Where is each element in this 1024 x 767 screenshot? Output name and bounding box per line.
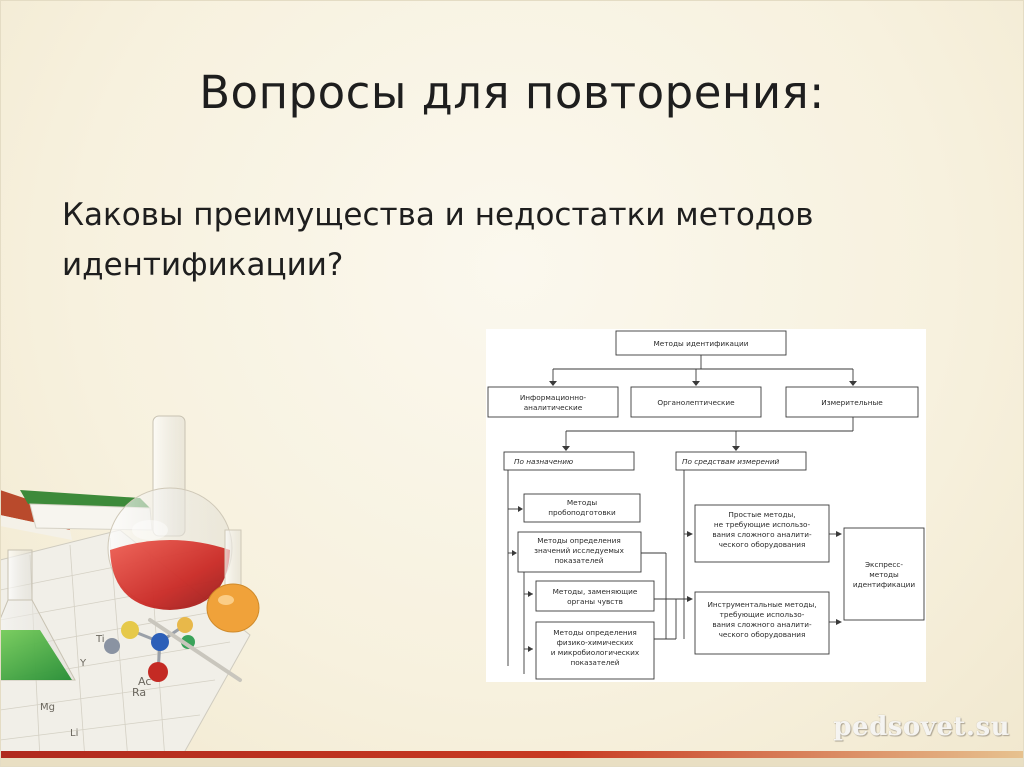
replace-senses-label-2: органы чувств xyxy=(567,597,623,606)
by-means-label: По средствам измерений xyxy=(682,457,780,466)
physchem-label-4: показателей xyxy=(570,658,619,667)
periodic-symbol: Ra xyxy=(132,686,146,699)
footer-strip xyxy=(0,758,1024,767)
periodic-symbol: Mg xyxy=(40,702,55,713)
periodic-symbol: Y xyxy=(79,658,87,669)
values-methods-label-2: значений исследуемых xyxy=(534,546,625,555)
periodic-symbol: Li xyxy=(70,728,78,739)
identification-methods-diagram: Методы идентификации Информационно- анал… xyxy=(486,329,926,682)
replace-senses-label-1: Методы, заменяющие xyxy=(553,587,638,596)
glass-rod xyxy=(148,618,242,682)
measuring-label: Измерительные xyxy=(821,398,883,407)
instrumental-methods-label-4: ческого оборудования xyxy=(719,630,806,639)
watermark-logo: pedsovet.su xyxy=(833,712,1010,742)
info-analytic-label-1: Информационно- xyxy=(520,393,587,402)
instrumental-methods-label-2: требующие использо- xyxy=(720,610,805,619)
diagram-root-label: Методы идентификации xyxy=(654,339,749,348)
prep-label-1: Методы xyxy=(567,498,598,507)
question-text: Каковы преимущества и недостатки методов… xyxy=(62,197,814,283)
physchem-label-1: Методы определения xyxy=(553,628,637,637)
instrumental-methods-label-1: Инструментальные методы, xyxy=(707,600,816,609)
prep-label-2: пробоподготовки xyxy=(548,508,616,517)
physchem-label-2: физико-химических xyxy=(557,638,634,647)
green-flask-icon xyxy=(0,549,76,681)
molecule-model-icon xyxy=(104,617,195,682)
orange-flask-icon xyxy=(206,529,260,633)
express-methods-label-1: Экспресс- xyxy=(865,560,903,569)
accent-bar xyxy=(0,751,1024,758)
values-methods-label-1: Методы определения xyxy=(537,536,621,545)
simple-methods-label-2: не требующие использо- xyxy=(714,520,811,529)
organoleptic-label: Органолептические xyxy=(657,398,735,407)
simple-methods-label-1: Простые методы, xyxy=(728,510,795,519)
simple-methods-label-3: вания сложного аналити- xyxy=(712,530,812,539)
express-methods-label-2: методы xyxy=(869,570,899,579)
periodic-symbol: Ti xyxy=(95,634,105,645)
info-analytic-label-2: аналитические xyxy=(524,403,583,412)
physchem-label-3: и микробиологических xyxy=(551,648,640,657)
instrumental-methods-label-3: вания сложного аналити- xyxy=(712,620,812,629)
periodic-symbol: Ac xyxy=(138,675,151,688)
simple-methods-label-4: ческого оборудования xyxy=(719,540,806,549)
slide-title: Вопросы для повторения: xyxy=(199,66,825,119)
values-methods-label-3: показателей xyxy=(554,556,603,565)
by-purpose-label: По назначению xyxy=(514,457,573,466)
express-methods-label-3: идентификации xyxy=(853,580,916,589)
red-flask-icon xyxy=(107,487,233,610)
lab-glassware-illustration: Ra Ac Y Ti Mg Li xyxy=(0,415,260,760)
